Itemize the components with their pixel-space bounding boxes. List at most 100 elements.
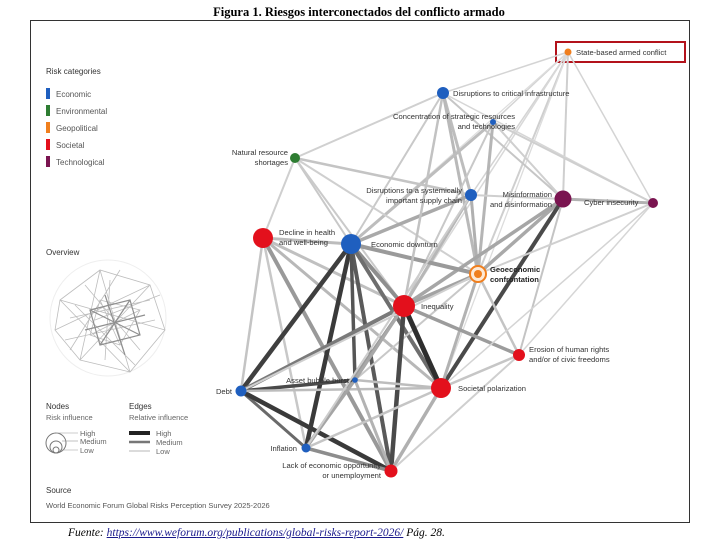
edge xyxy=(353,379,393,472)
label-state-based-armed-conflict: State-based armed conflict xyxy=(576,48,667,57)
edge xyxy=(470,194,564,200)
edges-legend-heading: Edges xyxy=(129,402,152,411)
node-size-low-icon xyxy=(52,446,60,454)
node-decline-health[interactable] xyxy=(253,228,273,248)
label-line: and disinformation xyxy=(490,200,552,209)
edge xyxy=(240,386,442,393)
edge xyxy=(403,197,564,308)
node-lack-economic-opportunity[interactable] xyxy=(384,464,398,478)
edge xyxy=(350,92,444,245)
edge xyxy=(401,304,444,390)
source-text: World Economic Forum Global Risks Percep… xyxy=(46,501,270,510)
node-inequality[interactable] xyxy=(393,295,415,317)
label-line: Natural resource xyxy=(232,148,288,157)
nodes xyxy=(235,48,658,478)
edge xyxy=(441,92,480,275)
source-heading: Source xyxy=(46,486,72,495)
edges-legend: Edges Relative influence High Medium Low xyxy=(129,402,188,456)
node-asset-bubble-burst[interactable] xyxy=(352,377,358,383)
figure-frame xyxy=(30,20,690,523)
edge xyxy=(402,92,445,307)
highlight-box xyxy=(555,41,686,63)
category-swatch-technological xyxy=(46,156,50,167)
overview-heading: Overview xyxy=(46,248,80,257)
node-concentration-strategic-resources[interactable] xyxy=(490,119,496,125)
node-societal-polarization[interactable] xyxy=(431,378,451,398)
label-line: or unemployment xyxy=(322,471,382,480)
caption-link[interactable]: https://www.weforum.org/publications/glo… xyxy=(106,527,404,539)
edge xyxy=(442,92,564,200)
node-erosion-human-rights[interactable] xyxy=(513,349,525,361)
edge xyxy=(492,121,654,204)
node-debt[interactable] xyxy=(235,385,247,397)
label-line: Decline in health xyxy=(279,228,335,237)
edge xyxy=(518,202,654,356)
label-asset-bubble-burst: Asset bubble burst xyxy=(286,376,350,385)
category-label-economic: Economic xyxy=(56,90,91,99)
label-line: Concentration of strategic resources xyxy=(393,112,515,121)
overview-minimap xyxy=(49,259,167,377)
nodes-legend-heading: Nodes xyxy=(46,402,69,411)
label-line: Disruptions to a systemically xyxy=(366,186,462,195)
edge xyxy=(294,156,472,197)
source-block: Source World Economic Forum Global Risks… xyxy=(46,486,270,510)
node-disruptions-critical-infrastructure[interactable] xyxy=(437,87,449,99)
edge xyxy=(492,121,564,200)
node-misinformation[interactable] xyxy=(554,190,572,208)
edge xyxy=(262,236,352,246)
label-line: and/or of civic freedoms xyxy=(529,355,610,364)
caption-prefix: Fuente: xyxy=(68,527,107,539)
edge xyxy=(305,194,472,449)
edge-weight-high-label: High xyxy=(156,429,171,438)
category-swatch-geopolitical xyxy=(46,122,50,133)
label-line: and technologies xyxy=(458,122,516,131)
label-debt: Debt xyxy=(216,387,233,396)
category-swatch-environmental xyxy=(46,105,50,116)
overview-edges xyxy=(54,269,166,373)
edge xyxy=(476,197,565,276)
category-swatch-economic xyxy=(46,88,50,99)
label-societal-polarization: Societal polarization xyxy=(458,384,526,393)
node-cyber-insecurity[interactable] xyxy=(648,198,658,208)
figure-caption: Fuente: https://www.weforum.org/publicat… xyxy=(68,527,445,539)
node-disruptions-supply-chain[interactable] xyxy=(465,189,477,201)
edge xyxy=(294,92,444,159)
edges-legend-subheading: Relative influence xyxy=(129,413,188,422)
node-labels: State-based armed conflict Disruptions t… xyxy=(216,48,667,480)
edge xyxy=(350,120,494,246)
edge xyxy=(350,242,479,276)
node-inflation[interactable] xyxy=(301,443,311,453)
label-economic-downturn: Economic downturn xyxy=(371,240,438,249)
edge xyxy=(476,273,521,356)
label-line: Geoeconomic xyxy=(490,265,540,274)
edge xyxy=(239,237,265,392)
node-economic-downturn[interactable] xyxy=(341,234,361,254)
node-state-based-armed-conflict[interactable] xyxy=(564,48,572,56)
node-natural-resource-shortages[interactable] xyxy=(290,153,300,163)
edge xyxy=(440,202,654,389)
label-line: confrontation xyxy=(490,275,539,284)
overview-outline xyxy=(49,259,167,377)
label-line: Lack of economic opportunity xyxy=(282,461,381,470)
edge xyxy=(240,273,479,392)
edge xyxy=(469,194,480,275)
edge xyxy=(440,353,520,390)
edge-weight-medium-label: Medium xyxy=(156,438,183,447)
figure-title: Figura 1. Riesgos interconectados del co… xyxy=(213,5,505,19)
edge xyxy=(439,197,565,390)
node-geoeconomic-confrontation[interactable] xyxy=(474,270,482,278)
edge xyxy=(350,193,472,246)
edge xyxy=(294,157,479,275)
label-line: important supply chain xyxy=(386,196,462,205)
edge xyxy=(353,305,406,381)
node-size-medium-label: Medium xyxy=(80,437,107,446)
edge xyxy=(240,389,307,450)
